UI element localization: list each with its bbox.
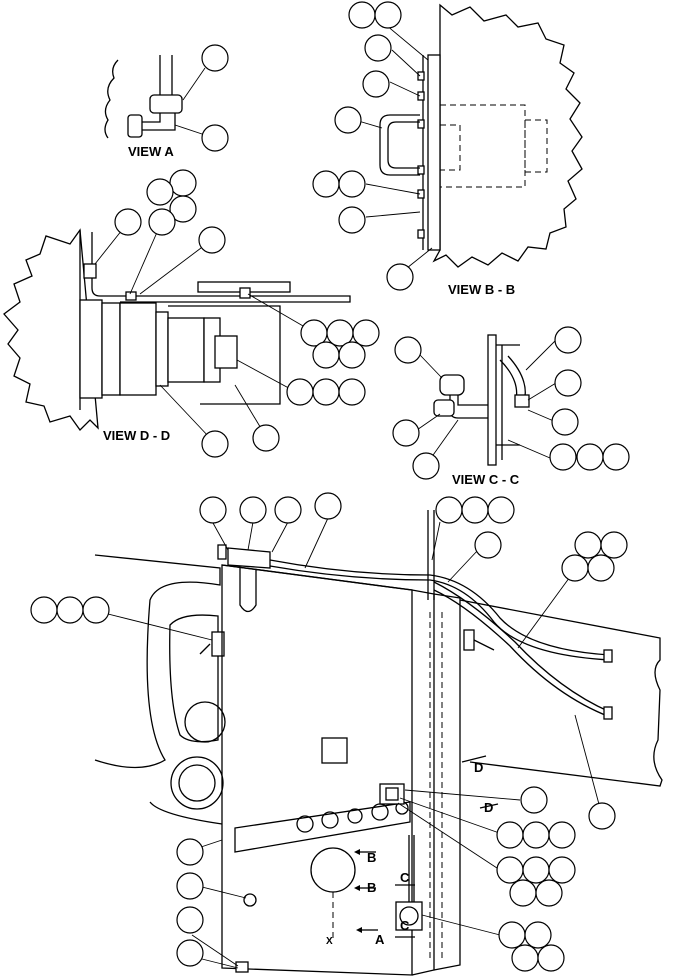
section-marker-b1: B [367,850,376,865]
view-dd-detail: VIEW D - D [3,228,351,443]
view-a-detail: VIEW A [104,55,206,159]
section-markers: B B C C A D D [354,755,499,947]
view-cc-detail: VIEW C - C [413,334,557,487]
svg-text:X: X [326,936,333,947]
section-marker-a: A [375,932,385,947]
view-bb-label: VIEW B - B [448,282,515,297]
section-marker-d1: D [474,760,483,775]
section-marker-b2: B [367,880,376,895]
callout-balloons [30,1,630,972]
main-leader-lines [99,517,601,969]
view-bb-detail: VIEW B - B [354,3,583,297]
main-assembly: X [94,510,663,976]
section-marker-d2: D [484,800,493,815]
view-cc-label: VIEW C - C [452,472,520,487]
view-dd-label: VIEW D - D [103,428,170,443]
section-marker-c1: C [400,870,410,885]
section-marker-c2: C [400,918,410,933]
view-a-label: VIEW A [128,144,174,159]
